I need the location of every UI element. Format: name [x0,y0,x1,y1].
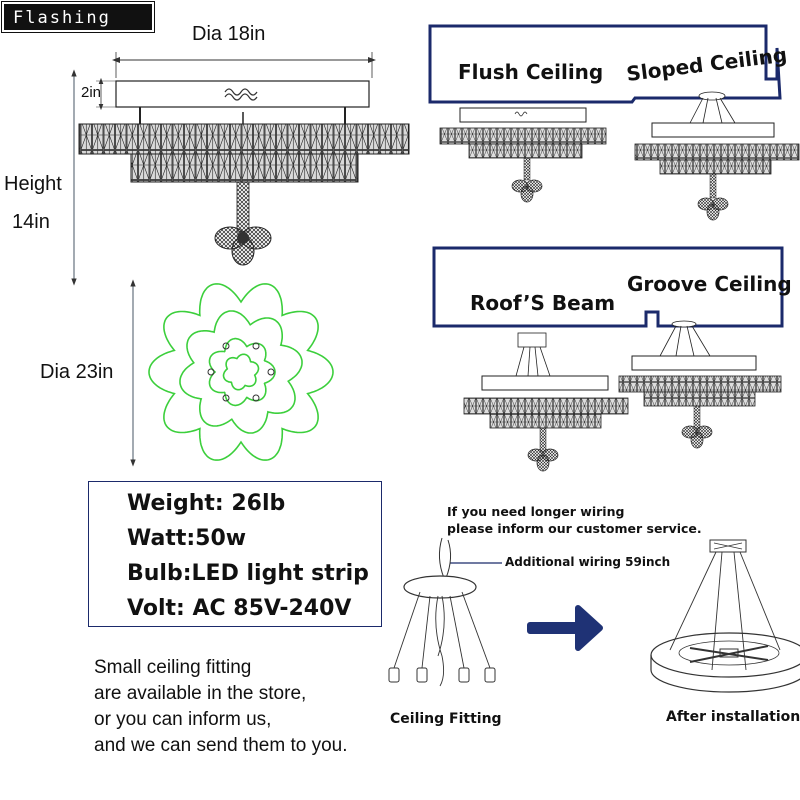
height-value: 14in [12,211,50,233]
after-installation-drawing [650,539,800,693]
ceiling-fitting-label: Ceiling Fitting [390,711,502,727]
frame-flush-sloped [428,24,782,104]
sloped-ceiling-lamp [634,91,800,221]
led-accent [222,342,230,350]
mounting-types-panel [428,24,800,472]
led-strip-ring [208,337,276,407]
height-label: Height [4,173,62,195]
diameter-top-label: Dia 18in [192,23,266,45]
led-accent [267,368,275,376]
chandelier-dimension-drawing [71,52,410,467]
spec-volt: Volt: AC 85V-240V [127,596,352,621]
crystal-tier-upper [78,123,410,155]
led-accent [222,394,230,402]
canopy-height-label: 2in [81,84,102,101]
frame-beam-groove [432,246,784,328]
wiring-diagram [388,537,800,693]
ceiling-canopy [115,80,370,108]
store-note: Small ceiling fitting are available in t… [94,655,348,759]
led-accent [252,394,260,402]
led-accent [252,342,260,350]
store-note-line: and we can send them to you. [94,735,348,756]
led-strip-ring [148,283,334,461]
crystal-pendant-chain [236,112,250,233]
led-strip-ring [179,310,303,434]
flower-pendant [214,226,272,266]
diameter-bottom-label: Dia 23in [40,361,114,383]
roof-beam-lamp [463,332,629,472]
brand-logo: Flashing god [1,1,155,56]
wiring-note-line2: please inform our customer service. [447,521,702,536]
label-flush-ceiling: Flush Ceiling [458,60,604,84]
spec-box: Weight: 26lb Watt:50w Bulb:LED light str… [88,481,382,627]
store-note-line: Small ceiling fitting [94,657,252,678]
store-note-line: are available in the store, [94,683,307,704]
ceiling-fitting-drawing [388,537,496,687]
store-note-line: or you can inform us, [94,709,272,730]
groove-ceiling-lamp [618,320,782,449]
flush-ceiling-lamp [439,107,607,203]
additional-wiring-label: Additional wiring 59inch [505,555,671,569]
arrow-right-icon [527,605,603,651]
led-strip-ring [222,353,260,391]
crystal-tier-lower [130,153,359,183]
led-strip-top-view [148,283,334,461]
spec-weight: Weight: 26lb [127,491,286,516]
spec-bulb: Bulb:LED light strip [127,561,369,586]
label-roof-beam: Roof’S Beam [470,291,616,315]
after-installation-label: After installation [666,709,800,725]
led-accent [207,368,215,376]
spec-watt: Watt:50w [127,526,247,551]
wiring-note-line1: If you need longer wiring [447,504,625,519]
label-groove-ceiling: Groove Ceiling [627,272,792,296]
